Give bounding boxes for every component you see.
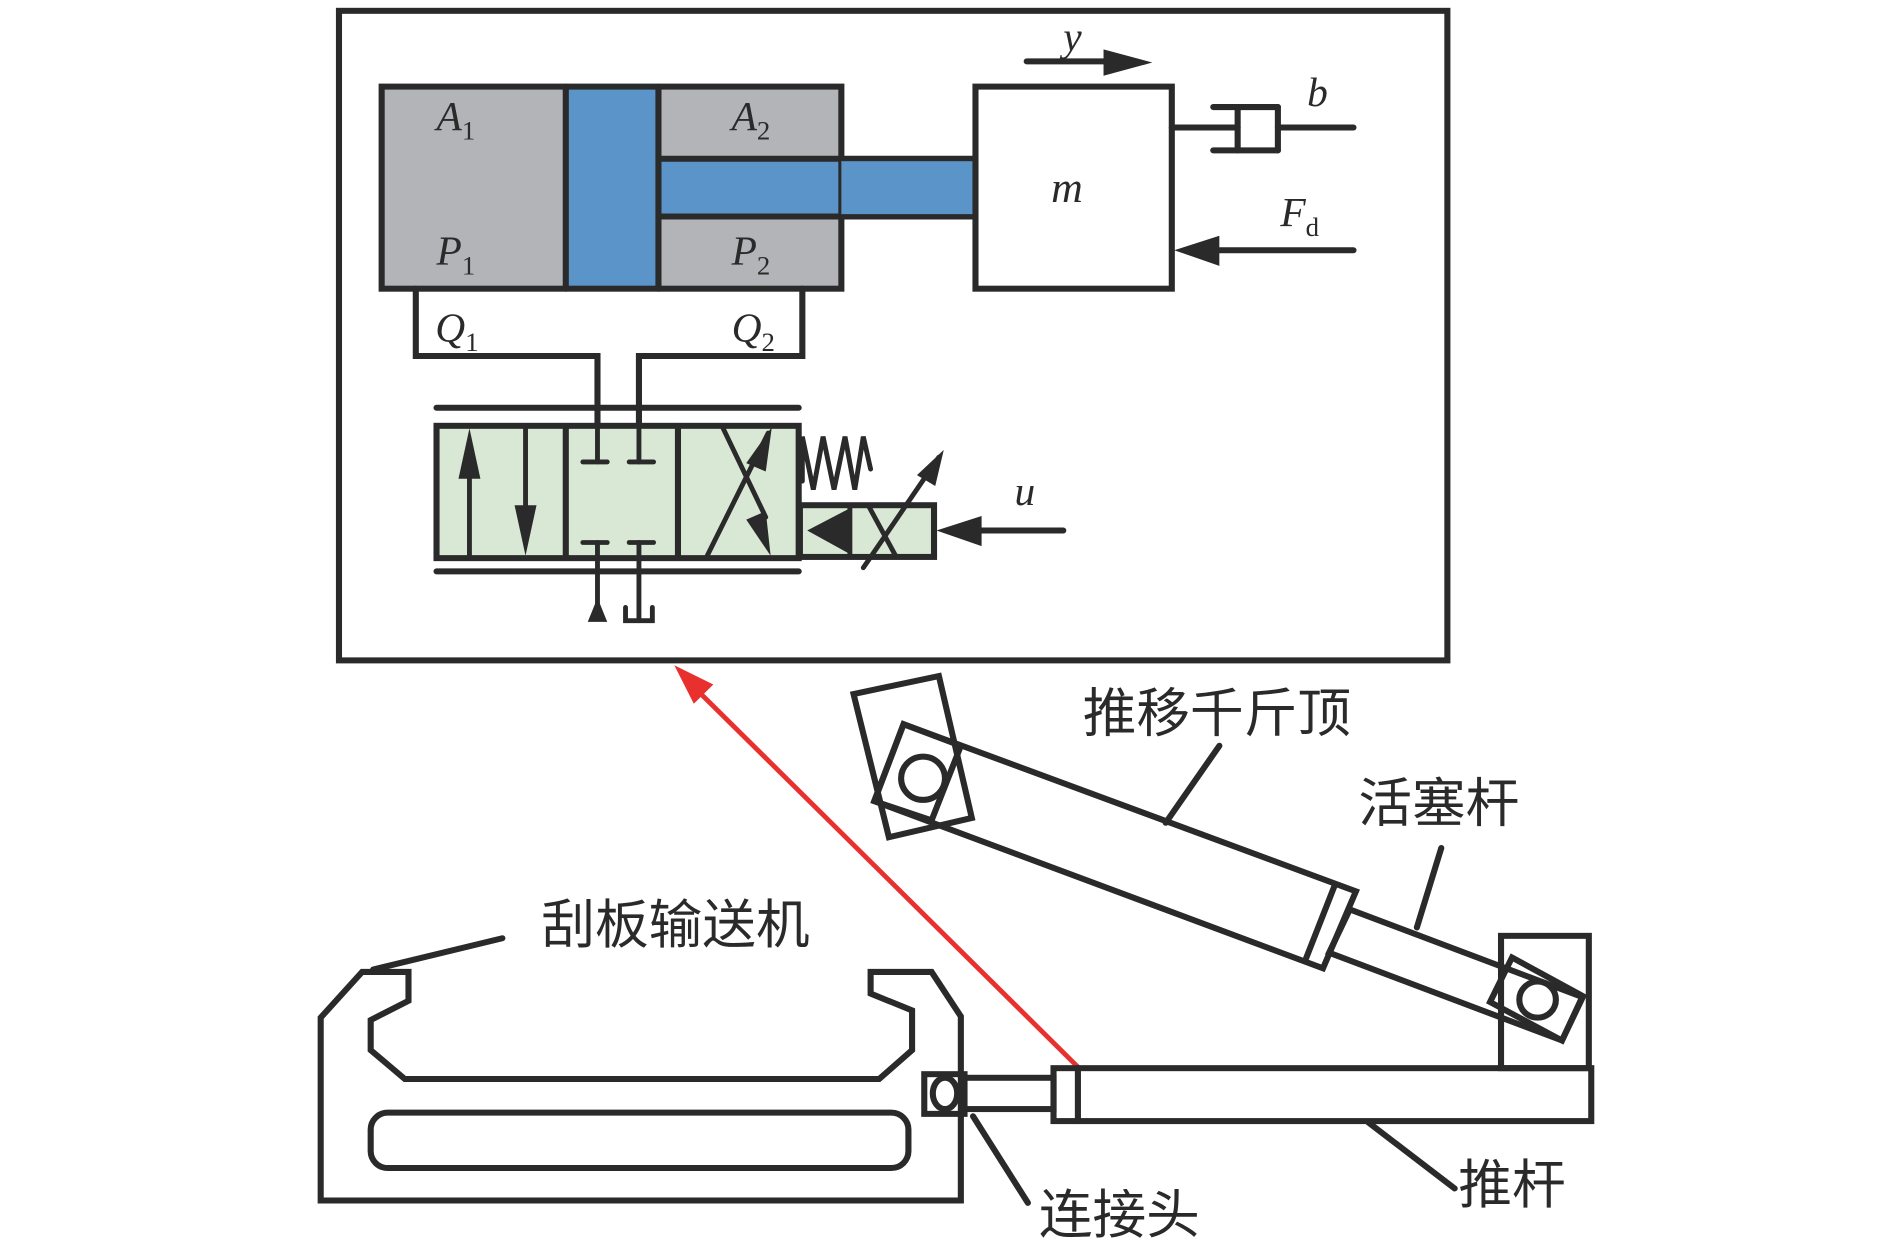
- arrow-cross-down-icon: [746, 511, 771, 556]
- push-rod-neck: [960, 1074, 1057, 1113]
- disturbance-force: Fd: [1174, 189, 1357, 266]
- push-rod: 连接头 推杆: [921, 1065, 1595, 1246]
- flow-q2-label: Q2: [732, 305, 775, 357]
- variable-arrow-icon: [916, 449, 944, 486]
- flow-q1-label: Q1: [435, 305, 478, 357]
- callout-arrowhead-icon: [674, 665, 714, 704]
- displacement-label: y: [1059, 14, 1082, 60]
- connector-label: 连接头: [1039, 1184, 1200, 1246]
- push-rod-body: [1050, 1065, 1595, 1125]
- spring-icon: [799, 436, 874, 491]
- arrow-down-icon: [514, 505, 537, 556]
- servo-valve: u: [433, 404, 1067, 624]
- left-chamber: [381, 86, 566, 289]
- right-chamber-bottom: [658, 216, 842, 289]
- conveyor-profile: [317, 968, 964, 1204]
- mass-block: [972, 83, 1175, 292]
- input-u-label: u: [1015, 468, 1036, 514]
- piston-head: [565, 86, 659, 289]
- arrow-right-icon: [1103, 49, 1153, 76]
- force-label: Fd: [1279, 189, 1319, 241]
- damper: b: [1168, 69, 1357, 154]
- arrow-left-icon: [1174, 235, 1220, 266]
- area-a1-label: A1: [434, 93, 476, 145]
- hydraulic-cylinder: A1 A2 P1 P2: [378, 83, 979, 292]
- valve-body: [433, 422, 802, 562]
- mass-label: m: [1051, 164, 1083, 212]
- right-chamber-top: [658, 86, 842, 159]
- scraper-conveyor: 刮板输送机: [317, 894, 964, 1204]
- displacement-arrow: y: [1023, 14, 1153, 76]
- solenoid-triangle-icon: [807, 508, 849, 554]
- conveyor-label: 刮板输送机: [541, 894, 809, 956]
- connector-pin: [929, 1074, 961, 1113]
- callout-arrow: [674, 665, 1081, 1070]
- front-pin: [1516, 978, 1559, 1021]
- push-jack: 推移千斤顶 活塞杆: [849, 672, 1592, 1072]
- piston-rod-label: 活塞杆: [1358, 773, 1519, 835]
- push-rod-label: 推杆: [1458, 1154, 1565, 1216]
- rear-pin: [898, 753, 949, 803]
- connector-block: [921, 1071, 968, 1117]
- pressure-p1-label: P1: [436, 228, 476, 280]
- jack-label: 推移千斤顶: [1083, 683, 1351, 745]
- arrow-up-icon: [458, 428, 481, 479]
- jack-cylinder: [870, 720, 1360, 973]
- rod-cover-right: [841, 161, 974, 215]
- arrow-cross-up-icon: [746, 427, 772, 472]
- conveyor-bottom-slot: [367, 1109, 912, 1172]
- damper-label: b: [1307, 69, 1328, 115]
- area-a2-label: A2: [729, 93, 771, 145]
- pressure-p2-label: P2: [731, 228, 771, 280]
- inset-frame: [335, 7, 1451, 664]
- pressure-source-icon: [587, 597, 608, 622]
- input-arrow-icon: [936, 516, 982, 547]
- tank-icon: [623, 605, 655, 624]
- load-mass: m: [972, 83, 1175, 292]
